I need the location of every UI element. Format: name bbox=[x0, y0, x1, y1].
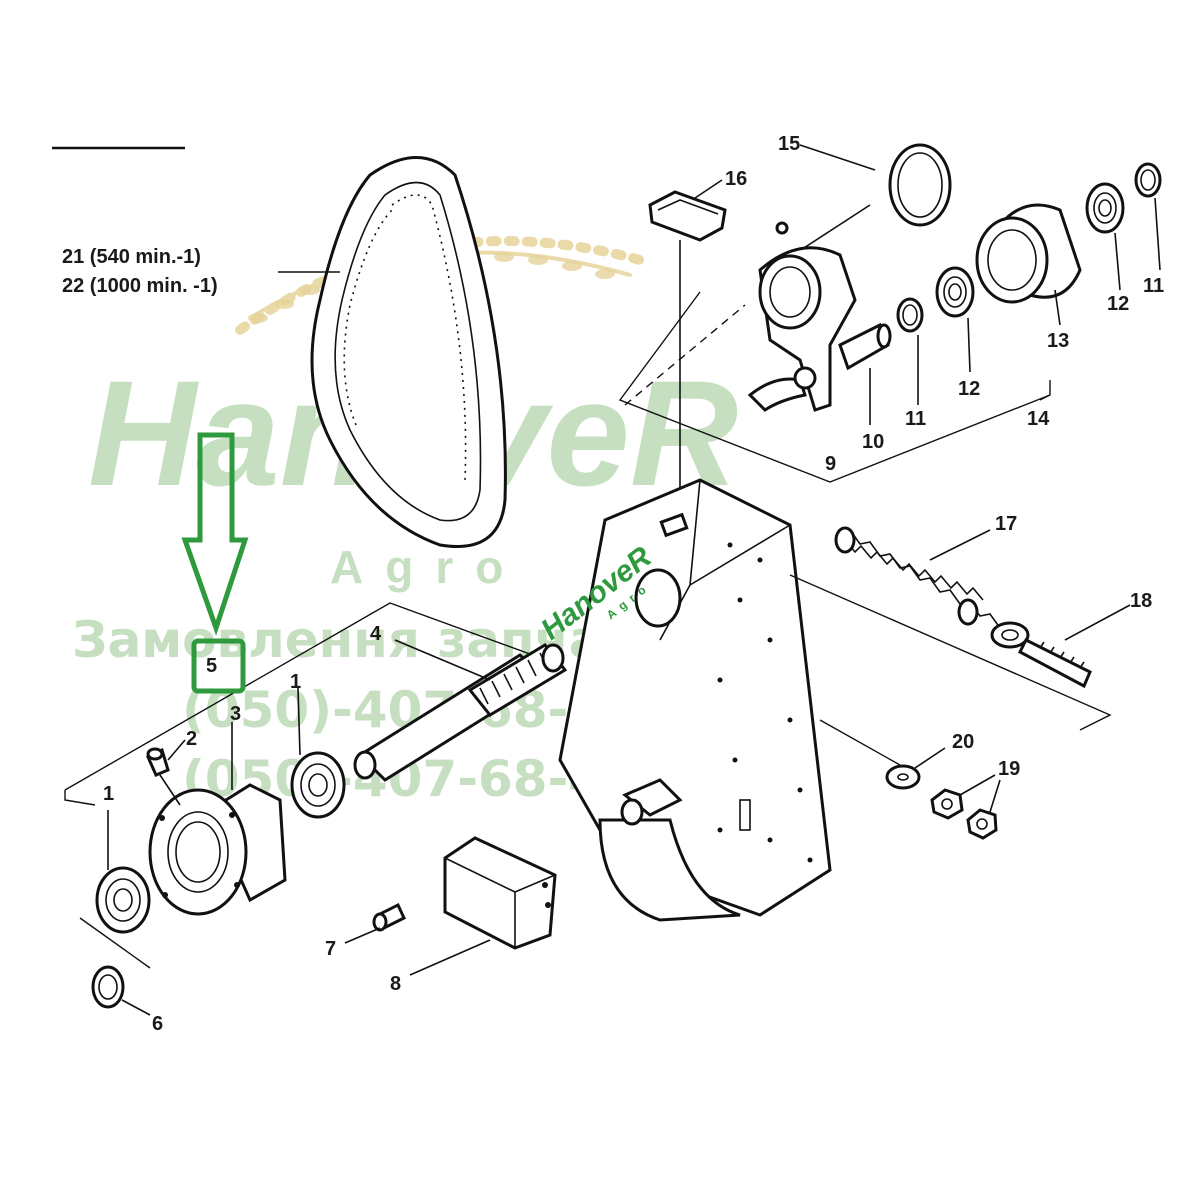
gear-housing bbox=[558, 478, 832, 922]
callout-20: 20 bbox=[952, 731, 974, 753]
callout-12a: 12 bbox=[958, 378, 980, 400]
bearing-1a bbox=[95, 866, 151, 934]
seal-6 bbox=[91, 965, 125, 1009]
callout-10: 10 bbox=[862, 431, 884, 453]
highlight-box bbox=[191, 638, 246, 694]
axle-10 bbox=[838, 322, 892, 371]
callout-6: 6 bbox=[152, 1013, 163, 1035]
eyebolt-18 bbox=[990, 621, 1092, 689]
nut-19b bbox=[966, 808, 998, 840]
callout-18: 18 bbox=[1130, 590, 1152, 612]
roller-13 bbox=[975, 203, 1082, 304]
highlight-arrow-icon bbox=[181, 432, 249, 636]
flange-hub-3 bbox=[148, 783, 287, 916]
callout-11b: 11 bbox=[1143, 275, 1164, 297]
grease-nipple-2 bbox=[146, 747, 170, 777]
bearing-12b bbox=[1085, 182, 1125, 234]
callout-12b: 12 bbox=[1107, 293, 1129, 315]
callout-14: 14 bbox=[1027, 408, 1050, 430]
tensioner-arm-9 bbox=[747, 221, 857, 412]
shaft-4 bbox=[353, 643, 568, 782]
callout-1a: 1 bbox=[103, 783, 114, 805]
group-bracket-14 bbox=[618, 291, 1051, 483]
belt bbox=[310, 156, 507, 548]
guard-8 bbox=[443, 836, 557, 950]
spring-17 bbox=[834, 526, 1001, 629]
bolt-7 bbox=[372, 902, 406, 932]
callout-7: 7 bbox=[325, 938, 336, 960]
callout-1b: 1 bbox=[290, 671, 301, 693]
callout-9: 9 bbox=[825, 453, 836, 475]
callout-8: 8 bbox=[390, 973, 401, 995]
belt-variant-22: 22 (1000 min. -1) bbox=[62, 275, 218, 297]
seal-11a bbox=[896, 297, 924, 333]
callout-13: 13 bbox=[1047, 330, 1069, 352]
circlip-15 bbox=[888, 143, 952, 227]
cap-16 bbox=[648, 190, 727, 242]
callout-3: 3 bbox=[230, 703, 241, 725]
group-bracket-5 bbox=[64, 602, 561, 791]
watermark-agro: Agro bbox=[330, 541, 525, 593]
callout-15: 15 bbox=[778, 133, 800, 155]
callout-4: 4 bbox=[370, 623, 382, 645]
callout-11a: 11 bbox=[905, 408, 926, 430]
callout-5: 5 bbox=[206, 655, 217, 677]
seal-11b bbox=[1134, 162, 1162, 198]
callout-2: 2 bbox=[186, 728, 197, 750]
belt-variant-21: 21 (540 min.-1) bbox=[62, 246, 201, 268]
callout-19: 19 bbox=[998, 758, 1020, 780]
nut-19a bbox=[930, 788, 964, 820]
bearing-12a bbox=[935, 266, 975, 318]
callout-16: 16 bbox=[725, 168, 747, 190]
washer-20 bbox=[885, 764, 921, 790]
callout-17: 17 bbox=[995, 513, 1017, 535]
bearing-1b bbox=[290, 751, 346, 819]
